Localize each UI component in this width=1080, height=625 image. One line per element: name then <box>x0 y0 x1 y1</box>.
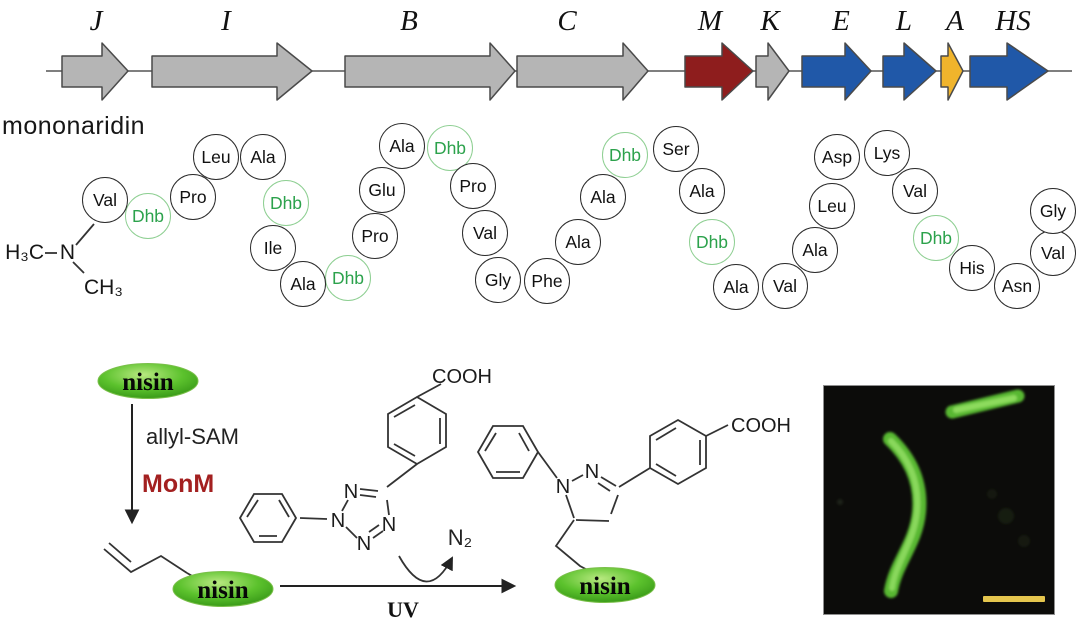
residue-24-ala: Ala <box>713 264 759 310</box>
residue-12-ala: Ala <box>379 123 425 169</box>
tetrazole-n3-label: N <box>357 533 371 555</box>
product-cooh-label: COOH <box>731 415 791 437</box>
gene-arrow-C <box>516 42 649 101</box>
residue-7-ile: Ile <box>250 225 296 271</box>
residue-9-dhb: Dhb <box>325 255 371 301</box>
gene-label-I: I <box>220 5 232 37</box>
scale-bar <box>983 596 1045 602</box>
residue-33-asn: Asn <box>994 263 1040 309</box>
residue-23-dhb: Dhb <box>689 219 735 265</box>
residue-28-asp: Asp <box>814 134 860 180</box>
allyl-sam-label: allyl-SAM <box>146 424 239 449</box>
n2-release-arrow <box>398 555 453 583</box>
residue-25-val: Val <box>762 263 808 309</box>
residue-29-lys: Lys <box>864 130 910 176</box>
gene-arrow-M <box>684 42 754 101</box>
gene-arrow-HS <box>969 42 1049 101</box>
residue-10-pro: Pro <box>352 213 398 259</box>
gene-arrow-L <box>882 42 937 101</box>
residue-6-dhb: Dhb <box>263 180 309 226</box>
h3c-label: H₃C <box>5 241 44 264</box>
gene-arrow-B <box>344 42 516 101</box>
gene-arrow-K <box>755 42 790 101</box>
residue-17-phe: Phe <box>524 258 570 304</box>
residue-1-val: Val <box>82 177 128 223</box>
gene-arrow-J <box>61 42 129 101</box>
pyrazoline-n1-label: N <box>556 476 570 498</box>
residue-18-ala: Ala <box>555 219 601 265</box>
tetrazole-n2-label: N <box>331 510 345 532</box>
residue-26-ala: Ala <box>792 227 838 273</box>
monm-enzyme-label: MonM <box>142 470 214 498</box>
gene-label-A: A <box>944 5 964 37</box>
gene-label-J: J <box>90 5 104 37</box>
nisin-ellipse-1 <box>97 363 199 399</box>
reagent-cooh-label: COOH <box>432 366 492 388</box>
nisin-label-1: nisin <box>122 369 174 396</box>
residue-22-ala: Ala <box>679 168 725 214</box>
peptide-title: mononaridin <box>2 112 146 140</box>
pyrazoline-structure <box>476 418 729 576</box>
tetrazole-n1-label: N <box>344 481 358 503</box>
residue-11-glu: Glu <box>359 167 405 213</box>
tetrazole-structure <box>238 383 447 543</box>
micrograph-content <box>837 389 1045 602</box>
residue-30-val: Val <box>892 168 938 214</box>
gene-label-M: M <box>697 5 724 37</box>
uv-label: UV <box>387 597 419 622</box>
fluorescence-micrograph <box>823 385 1055 615</box>
nisin-ellipse-2 <box>172 571 274 607</box>
residue-16-gly: Gly <box>475 257 521 303</box>
residue-35-gly: Gly <box>1030 188 1076 234</box>
gene-label-C: C <box>557 5 577 37</box>
gene-arrow-A <box>940 42 964 101</box>
residue-31-dhb: Dhb <box>913 215 959 261</box>
gene-label-L: L <box>895 5 912 37</box>
residue-34-val: Val <box>1030 230 1076 276</box>
gene-arrow-E <box>801 42 872 101</box>
residue-2-dhb: Dhb <box>125 193 171 239</box>
residue-19-ala: Ala <box>580 174 626 220</box>
residue-3-pro: Pro <box>170 174 216 220</box>
residue-15-val: Val <box>462 210 508 256</box>
butenyl-chain <box>103 542 202 582</box>
residue-20-dhb: Dhb <box>602 132 648 178</box>
n-label: N <box>59 241 76 264</box>
gene-label-E: E <box>831 5 850 37</box>
nisin-ellipse-3 <box>554 567 656 603</box>
residue-5-ala: Ala <box>240 134 286 180</box>
residue-13-dhb: Dhb <box>427 125 473 171</box>
residue-27-leu: Leu <box>809 183 855 229</box>
n2-label: N₂ <box>448 525 472 550</box>
gene-arrow-I <box>151 42 313 101</box>
nisin-label-2: nisin <box>197 577 249 604</box>
nisin-label-3: nisin <box>579 573 631 600</box>
residue-21-ser: Ser <box>653 126 699 172</box>
gene-label-K: K <box>759 5 781 37</box>
tetrazole-n4-label: N <box>382 514 396 536</box>
residue-8-ala: Ala <box>280 261 326 307</box>
residue-14-pro: Pro <box>450 163 496 209</box>
pyrazoline-n2-label: N <box>585 461 599 483</box>
gene-label-HS: HS <box>994 5 1031 37</box>
residue-4-leu: Leu <box>193 134 239 180</box>
gene-label-B: B <box>400 5 418 37</box>
ch3-label: CH₃ <box>84 276 123 299</box>
residue-32-his: His <box>949 245 995 291</box>
